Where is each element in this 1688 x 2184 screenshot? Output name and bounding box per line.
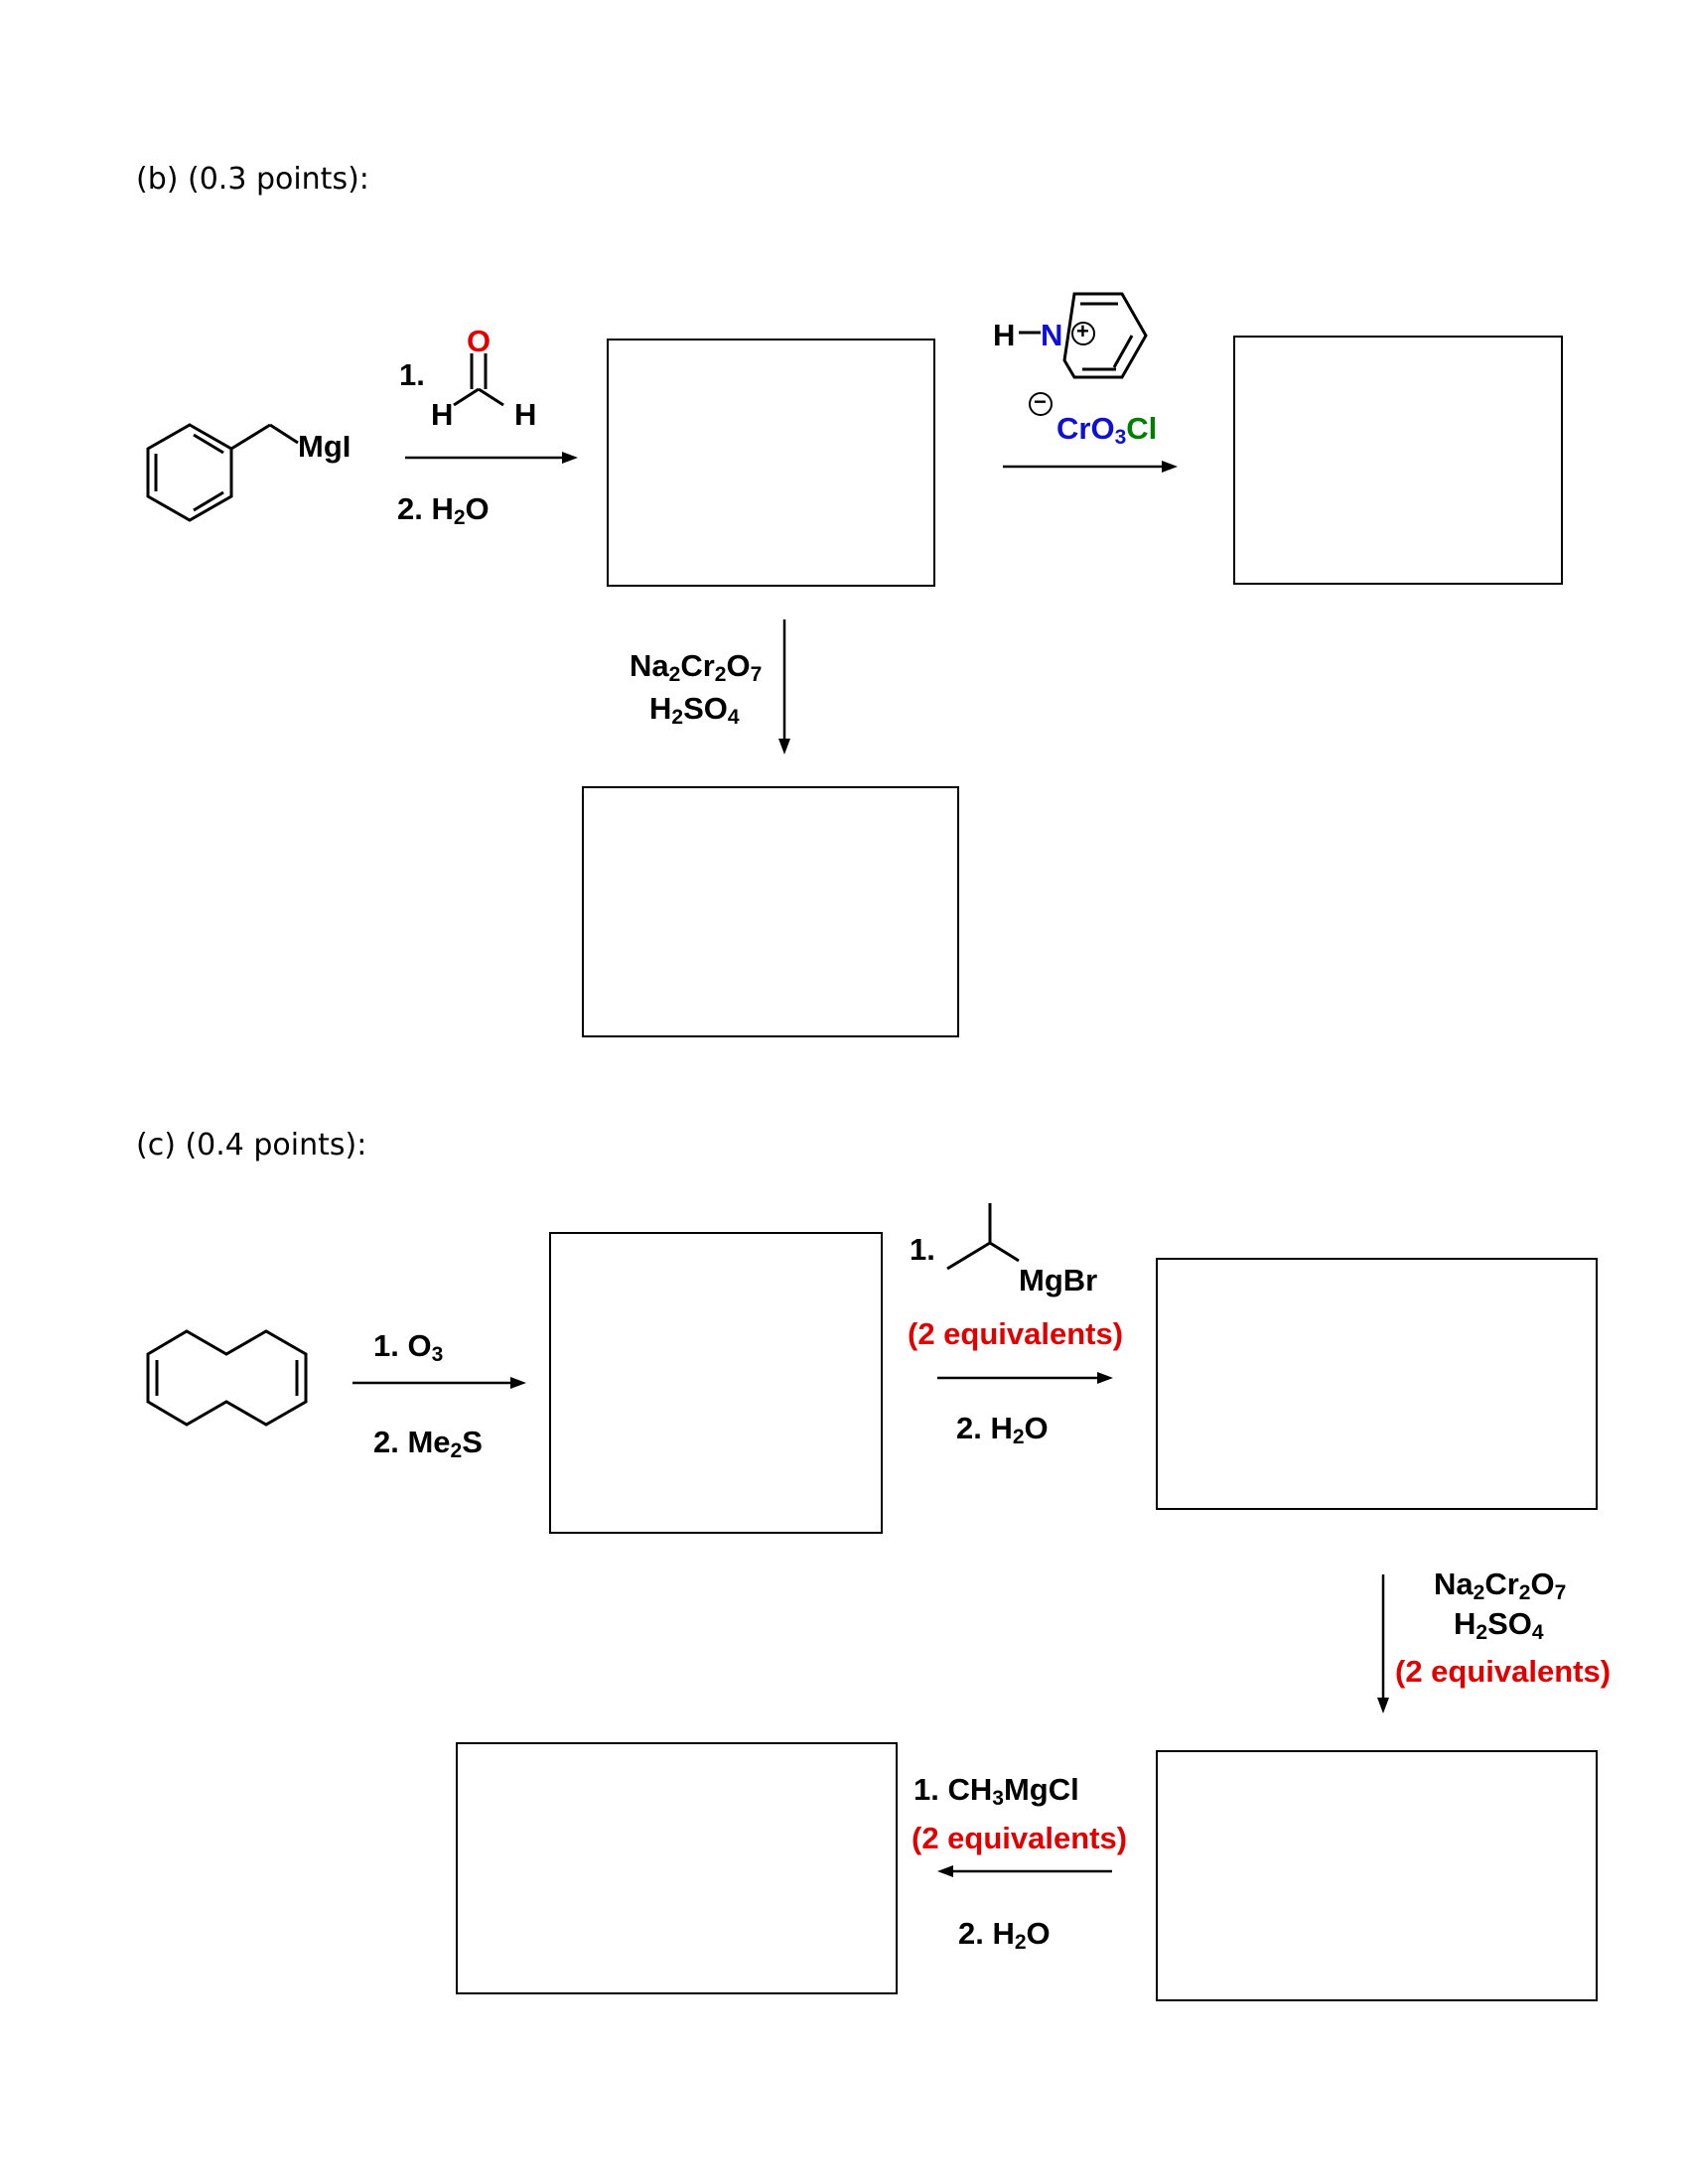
arrowhead-b2 [1162, 461, 1178, 473]
sulfuric-acid-label-b: H2SO4 [649, 691, 740, 729]
plus-charge [1071, 322, 1095, 345]
pcc-h: H [993, 318, 1016, 352]
part-c-heading: (c) (0.4 points): [136, 1128, 367, 1162]
oxygen-atom: O [467, 324, 492, 358]
answer-box-c1[interactable] [549, 1232, 883, 1534]
answer-box-c3[interactable] [1156, 1750, 1598, 2001]
mgbr-label: MgBr [1019, 1263, 1098, 1297]
arrowhead-c3 [1377, 1698, 1389, 1713]
formaldehyde-structure [453, 353, 504, 407]
arrowhead-c2 [1097, 1372, 1113, 1384]
answer-box-c2[interactable] [1156, 1258, 1598, 1510]
grignard1-equiv: (2 equivalents) [908, 1316, 1124, 1351]
answer-box-c4[interactable] [456, 1742, 898, 1994]
dichromate-label-b: Na2Cr2O7 [630, 648, 763, 686]
chlorochromate-label: CrO3Cl [1056, 411, 1158, 449]
answer-box-b3[interactable] [582, 786, 959, 1037]
answer-box-b2[interactable] [1233, 336, 1563, 585]
formaldehyde-h-left: H [431, 397, 454, 432]
step2-water: 2. H2O [397, 491, 490, 529]
jones-equiv: (2 equivalents) [1395, 1654, 1612, 1689]
grignard2-equiv: (2 equivalents) [912, 1821, 1128, 1855]
plus-sign: + [1076, 319, 1089, 343]
pcc-n: N [1041, 318, 1063, 352]
arrowhead-c4 [937, 1865, 953, 1877]
minus-sign: − [1034, 389, 1047, 414]
grignard1-water: 2. H2O [956, 1411, 1049, 1448]
arrowhead-b3 [778, 739, 790, 754]
mgi-label: MgI [298, 429, 352, 464]
grignard2-water: 2. H2O [958, 1916, 1051, 1954]
minus-charge [1029, 392, 1053, 416]
isopropyl-group [946, 1203, 1020, 1271]
answer-box-b1[interactable] [607, 339, 935, 587]
arrowhead-c1 [510, 1377, 526, 1389]
pyridinium-ring [1062, 292, 1148, 379]
grignard1-number: 1. [910, 1232, 935, 1267]
cyclodecadiene-ring [146, 1329, 308, 1427]
step1-number: 1. [399, 357, 425, 392]
formaldehyde-h-right: H [514, 397, 537, 432]
benzene-ring [146, 423, 299, 522]
arrowhead-b1 [562, 452, 578, 464]
sulfuric-acid-label-c: H2SO4 [1454, 1606, 1544, 1644]
methylmagnesium-step: 1. CH3MgCl [914, 1772, 1079, 1810]
dichromate-label-c: Na2Cr2O7 [1434, 1567, 1567, 1604]
dms-step: 2. Me2S [373, 1425, 483, 1462]
part-b-heading: (b) (0.3 points): [136, 162, 369, 197]
ozone-step: 1. O3 [373, 1328, 444, 1366]
